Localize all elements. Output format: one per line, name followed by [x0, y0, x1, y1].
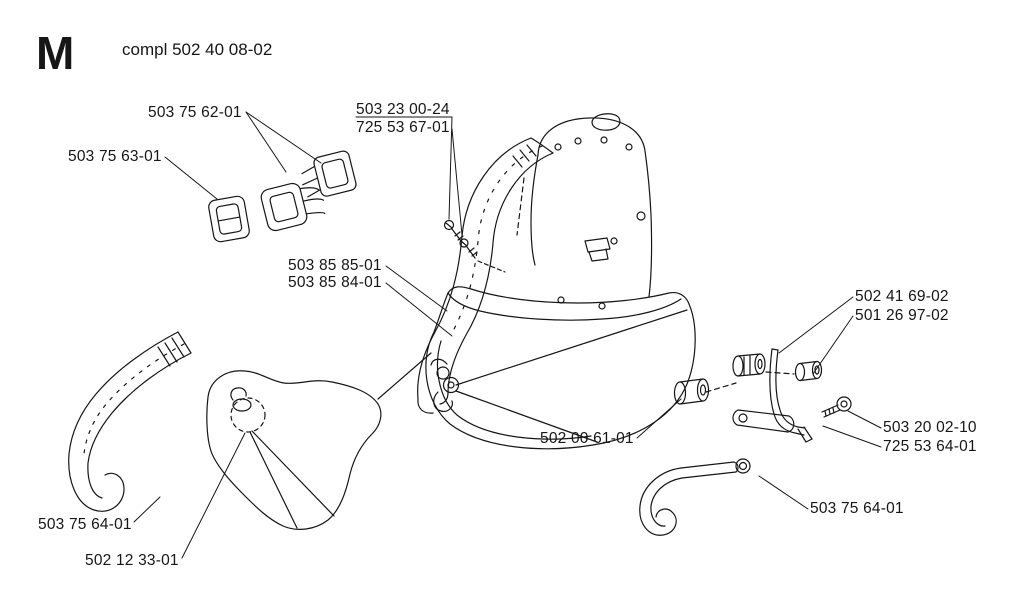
part-label-503-23-00-24: 503 23 00-24 [356, 101, 450, 118]
part-label-501-26-97-02: 501 26 97-02 [855, 307, 949, 324]
part-label-503-85-84-01: 503 85 84-01 [288, 274, 382, 291]
detail-strap-corner [206, 352, 432, 530]
lower-strap-hook [639, 458, 751, 536]
buckle-male-part [260, 182, 326, 232]
part-label-502-12-33-01: 502 12 33-01 [85, 552, 179, 569]
detail-hook-left [68, 331, 192, 512]
strap-slider-part [208, 195, 250, 243]
part-label-503-75-63-01: 503 75 63-01 [68, 148, 162, 165]
backpack-frame [516, 113, 653, 310]
part-label-503-20-02-10: 503 20 02-10 [883, 419, 977, 436]
part-label-503-75-64-01-right: 503 75 64-01 [810, 500, 904, 517]
leader-lines [133, 111, 882, 559]
upper-screws [443, 219, 506, 273]
buffer-part [673, 378, 710, 405]
part-label-725-53-64-01: 725 53 64-01 [883, 438, 977, 455]
frame-tray [425, 286, 696, 450]
part-label-502-00-61-01: 502 00 61-01 [540, 430, 634, 447]
section-letter: M [36, 27, 76, 79]
part-label-725-53-67-01: 725 53 67-01 [356, 119, 450, 136]
part-label-503-85-85-01: 503 85 85-01 [288, 257, 382, 274]
part-label-503-75-64-01-left: 503 75 64-01 [38, 516, 132, 533]
strap-end-hardware [417, 358, 460, 414]
diagram-title: compl 502 40 08-02 [122, 40, 273, 59]
buckle-female-part [301, 150, 357, 198]
part-label-502-41-69-02: 502 41 69-02 [855, 288, 949, 305]
mount-hardware [705, 348, 852, 443]
part-label-503-75-62-01: 503 75 62-01 [148, 104, 242, 121]
